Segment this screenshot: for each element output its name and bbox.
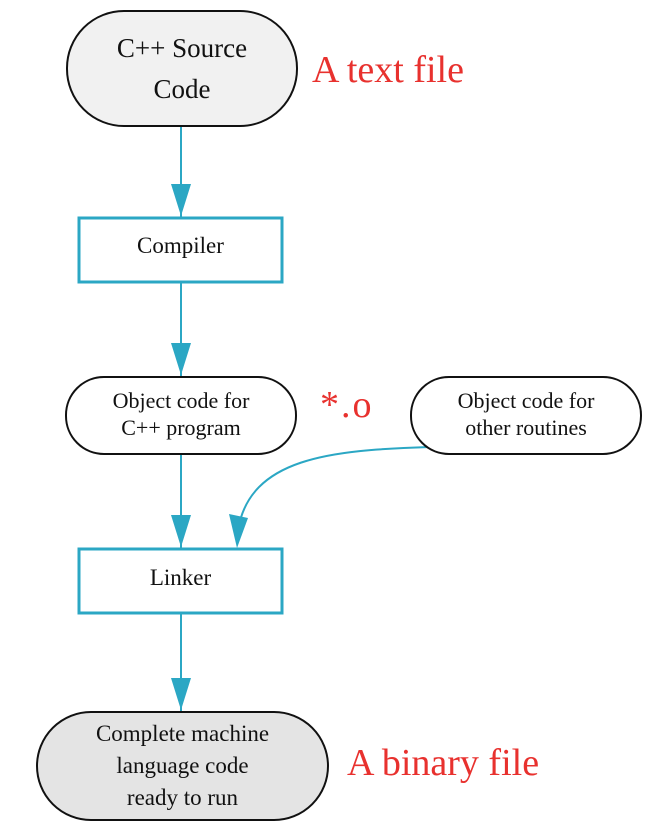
arrowhead-linker-curved <box>229 514 248 548</box>
object-other-line-2: other routines <box>465 415 587 440</box>
node-linker-shape <box>77 547 284 615</box>
node-object-other-shape <box>410 376 642 455</box>
linker-text: Linker <box>149 564 212 590</box>
compiler-text: Compiler <box>137 232 224 258</box>
node-executable-label: Complete machine language code ready to … <box>37 712 328 820</box>
node-executable-shape <box>36 711 329 821</box>
node-source-label: C++ Source Code <box>67 11 297 126</box>
annotation-object-extension: *.o <box>320 384 374 426</box>
node-source-shape <box>66 10 298 127</box>
object-other-line-1: Object code for <box>457 387 595 413</box>
node-compiler-shape <box>77 216 284 284</box>
arrowhead-executable <box>171 678 191 710</box>
source-line-2: Code <box>153 73 211 104</box>
annotation-binary-file: A binary file <box>347 742 540 784</box>
node-compiler-label: Compiler <box>79 218 282 274</box>
annotation-text-file: A text file <box>312 49 464 91</box>
node-linker-label: Linker <box>79 549 282 607</box>
executable-line-3: ready to run <box>126 785 239 811</box>
object-cpp-line-2: C++ program <box>121 415 241 440</box>
node-object-cpp-shape <box>65 376 297 455</box>
arrowhead-linker <box>171 515 191 547</box>
executable-line-2: language code <box>116 752 249 778</box>
executable-line-1: Complete machine <box>95 720 270 746</box>
arrowhead-object <box>171 343 191 375</box>
arrowhead-compiler <box>171 184 191 216</box>
node-object-cpp-label: Object code for C++ program <box>66 377 296 451</box>
node-object-other-label: Object code for other routines <box>411 377 641 451</box>
edge-other-routines-to-linker <box>237 446 431 531</box>
object-cpp-line-1: Object code for <box>112 387 250 413</box>
source-line-1: C++ Source <box>116 33 248 63</box>
